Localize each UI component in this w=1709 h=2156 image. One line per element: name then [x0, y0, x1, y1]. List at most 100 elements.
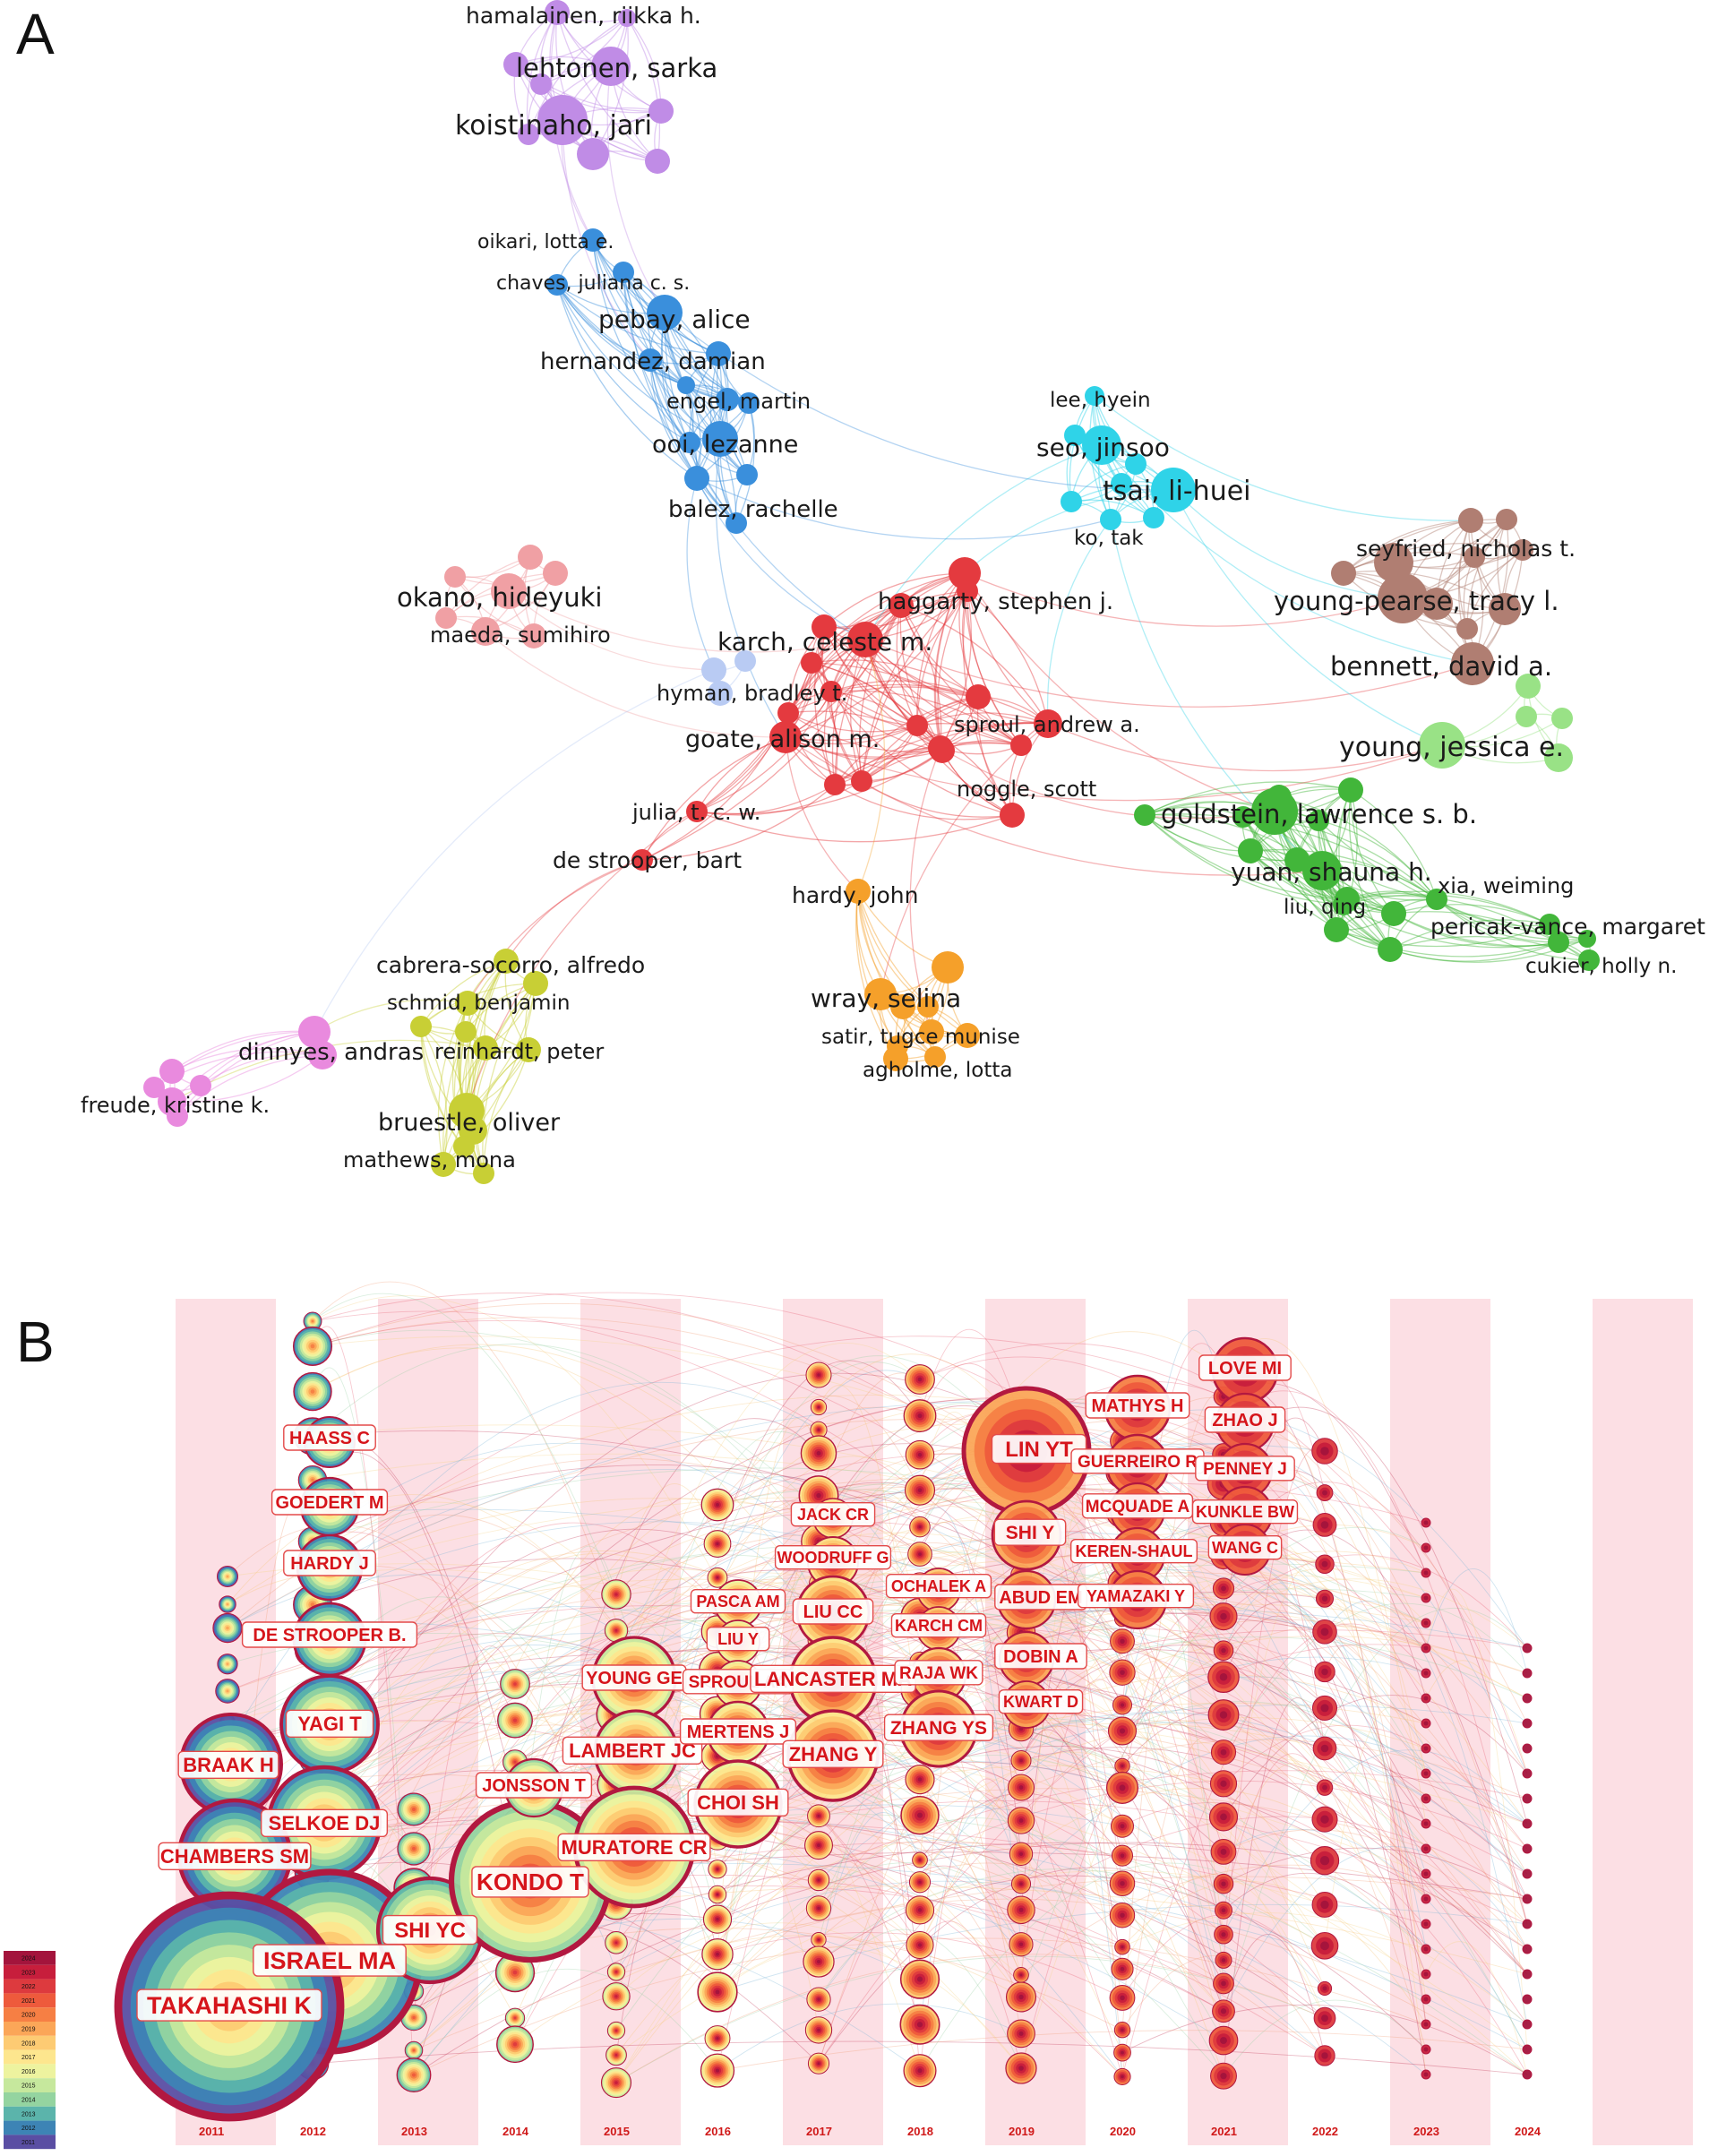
citation-node-small	[1210, 2062, 1237, 2090]
citation-node-small	[904, 1474, 936, 1506]
network-edge	[834, 725, 918, 786]
citation-node-small	[1522, 1843, 1533, 1854]
author-node-unlabeled	[1516, 706, 1537, 727]
author-node	[631, 849, 653, 871]
citation-node-small	[1210, 1739, 1237, 1765]
legend-year: 2017	[21, 2055, 36, 2061]
legend-swatch	[4, 2035, 56, 2050]
network-edge	[811, 662, 863, 782]
author-node	[545, 0, 570, 25]
citation-node-small	[905, 1439, 935, 1470]
citation-edge	[1324, 1645, 1427, 2025]
legend-year: 2016	[21, 2069, 36, 2075]
network-edge	[526, 12, 558, 135]
network-edge	[821, 626, 863, 782]
network-edge	[1343, 904, 1559, 949]
citation-node-small	[1212, 1577, 1235, 1600]
network-edge	[1144, 814, 1344, 906]
legend-swatch	[4, 1951, 56, 1965]
author-label: julia, t. c. w.	[631, 800, 760, 825]
network-edge	[830, 691, 1013, 816]
year-label: 2015	[604, 2125, 630, 2138]
network-edge	[964, 572, 1404, 627]
author-node-unlabeled	[503, 52, 528, 77]
network-edge	[811, 662, 838, 786]
citation-node-small	[1421, 1994, 1431, 2005]
citation-node-small	[1114, 1757, 1130, 1774]
author-node	[702, 421, 738, 457]
cited-reference-label: LIU CC	[803, 1602, 863, 1622]
citation-node-small	[1522, 1693, 1533, 1704]
network-edge	[940, 747, 1275, 820]
network-edge	[1389, 919, 1550, 950]
network-edge	[1350, 789, 1395, 915]
year-label: 2018	[907, 2125, 933, 2138]
author-node-unlabeled	[1134, 804, 1155, 826]
citation-node-small	[1109, 1985, 1136, 2011]
network-edge	[716, 353, 748, 476]
citation-node-small	[396, 2057, 432, 2092]
citation-node-small	[1421, 1818, 1431, 1829]
citation-node-small	[906, 1930, 934, 1960]
network-edge	[1242, 816, 1344, 906]
citation-edge	[919, 1331, 1224, 1527]
network-nodes	[143, 0, 1600, 1184]
author-label: de strooper, bart	[553, 847, 742, 873]
network-edge	[864, 639, 1473, 708]
network-edge	[176, 1031, 315, 1117]
network-edge	[641, 736, 786, 861]
citation-node-small	[1421, 2044, 1431, 2055]
legend-year: 2012	[21, 2126, 36, 2132]
year-label: 2014	[502, 2125, 529, 2138]
author-node	[1151, 468, 1196, 512]
network-edge	[606, 65, 666, 314]
citation-node-small	[1007, 2019, 1035, 2049]
author-label: pericak-vance, margaret a.	[1430, 914, 1709, 940]
cited-reference-label-box	[241, 1621, 418, 1648]
citation-node-small	[1522, 1643, 1533, 1654]
network-edge	[830, 683, 1049, 725]
author-label: hardy, john	[792, 882, 919, 908]
network-edge	[864, 639, 1022, 746]
network-edge	[785, 736, 1443, 802]
citation-edge	[1223, 1847, 1528, 1900]
cited-reference-label: DE STROOPER B.	[253, 1626, 406, 1645]
legend-swatch	[4, 2078, 56, 2092]
legend-year: 2018	[21, 2040, 36, 2047]
citation-node-small	[1213, 1640, 1234, 1661]
citation-edge	[615, 1906, 718, 1972]
citation-node-small	[905, 1765, 935, 1795]
citation-edge	[919, 1805, 1022, 2025]
citation-edge	[919, 1920, 1022, 2069]
network-edge	[966, 590, 1049, 725]
cited-reference-label-box	[998, 1688, 1084, 1714]
author-node	[684, 466, 709, 491]
author-node-unlabeled	[518, 124, 539, 145]
citation-node-small	[1421, 1894, 1431, 1904]
citation-edge	[919, 1482, 1224, 1935]
network-edge	[861, 590, 968, 782]
citation-node-small	[807, 2052, 830, 2074]
network-edge	[916, 590, 968, 726]
legend-swatch	[4, 2022, 56, 2036]
author-label: seyfried, nicholas t.	[1356, 536, 1576, 562]
author-node	[1034, 709, 1062, 738]
network-edge	[473, 960, 507, 1174]
citation-edge	[312, 1367, 415, 1992]
citation-edge	[413, 1969, 718, 2075]
cited-reference-label-box	[136, 1989, 322, 2022]
author-node-unlabeled	[1374, 543, 1413, 582]
network-edge	[1172, 489, 1404, 599]
author-node-unlabeled	[1232, 806, 1254, 828]
citation-node-small	[1210, 1838, 1237, 1865]
network-edge	[1144, 814, 1348, 900]
network-edge	[899, 605, 943, 752]
network-edge	[664, 312, 748, 476]
author-label: engel, martin	[666, 389, 811, 414]
citation-edge	[312, 1329, 1224, 2076]
network-edge	[811, 662, 918, 726]
citation-edge	[1324, 1706, 1427, 1946]
network-edge	[830, 590, 968, 692]
citation-edge	[227, 1494, 617, 1631]
citation-edge	[1223, 1582, 1427, 1950]
